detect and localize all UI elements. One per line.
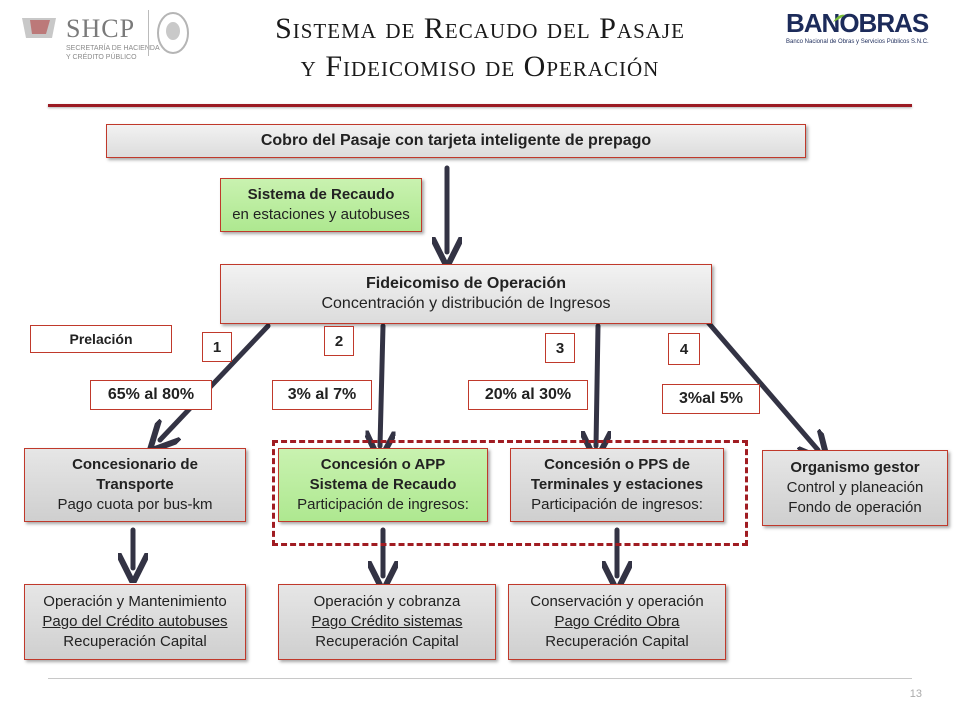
sistema-recaudo-title: Sistema de Recaudo	[247, 186, 395, 203]
operacion-mant-line2: Pago del Crédito autobuses	[42, 613, 228, 630]
arrow-to-concesionario	[160, 323, 271, 440]
operacion-cobranza-line1: Operación y cobranza	[313, 593, 461, 610]
operacion-mant-line1: Operación y Mantenimiento	[43, 593, 227, 610]
conservacion-line3: Recuperación Capital	[545, 633, 689, 650]
sistema-recaudo-subtitle: en estaciones y autobuses	[232, 206, 410, 223]
arrow-to-concesion-pps	[596, 323, 598, 446]
concesion-pps-detail: Participación de ingresos:	[531, 496, 703, 513]
mexico-eagle-icon	[156, 10, 190, 56]
organismo-detail-line1: Control y planeación	[786, 479, 924, 496]
banobras-logo-sub: Banco Nacional de Obras y Servicios Públ…	[786, 39, 929, 45]
conservacion-line2: Pago Crédito Obra	[554, 613, 680, 630]
arrow-to-concesion-app	[380, 323, 383, 446]
banobras-logo: BANOBRAS Banco Nacional de Obras y Servi…	[786, 8, 936, 48]
footer-divider	[48, 678, 912, 679]
logo-divider	[148, 10, 149, 56]
conservacion-line1: Conservación y operación	[530, 593, 704, 610]
banobras-logo-text: BANOBRAS	[786, 8, 929, 38]
fideicomiso-title: Fideicomiso de Operación	[365, 275, 567, 292]
priority-number-2: 2	[324, 326, 354, 356]
shcp-logo-sub1: SECRETARÍA DE HACIENDA	[66, 45, 160, 52]
priority-number-1: 1	[202, 332, 232, 362]
sistema-recaudo-box: Sistema de Recaudo en estaciones y autob…	[220, 178, 422, 232]
concesionario-title-line1: Concesionario de	[72, 456, 198, 473]
page-title-line2: y Fideicomiso de Operación	[300, 50, 660, 83]
concesionario-detail: Pago cuota por bus-km	[57, 496, 213, 513]
concesion-pps-title-line2: Terminales y estaciones	[530, 476, 704, 493]
shcp-seal-icon	[16, 8, 60, 52]
percentage-3: 20% al 30%	[468, 380, 588, 410]
priority-number-3: 3	[545, 333, 575, 363]
concesion-pps-title-line1: Concesión o PPS de	[544, 456, 690, 473]
arrow-to-organismo	[703, 317, 818, 450]
shcp-logo-sub2: Y CRÉDITO PÚBLICO	[66, 54, 137, 61]
concesionario-transporte-box: Concesionario de Transporte Pago cuota p…	[24, 448, 246, 522]
percentage-2: 3% al 7%	[272, 380, 372, 410]
percentage-1: 65% al 80%	[90, 380, 212, 410]
cobro-pasaje-box: Cobro del Pasaje con tarjeta inteligente…	[106, 124, 806, 158]
shcp-logo: SHCP SECRETARÍA DE HACIENDA Y CRÉDITO PÚ…	[10, 8, 190, 61]
concesion-app-title-line1: Concesión o APP	[320, 456, 446, 473]
fideicomiso-subtitle: Concentración y distribución de Ingresos	[321, 295, 611, 312]
percentage-4: 3%al 5%	[662, 384, 760, 414]
operacion-cobranza-box: Operación y cobranza Pago Crédito sistem…	[278, 584, 496, 660]
page-number: 13	[909, 688, 922, 700]
organismo-title: Organismo gestor	[790, 459, 920, 476]
priority-number-4: 4	[668, 333, 700, 365]
operacion-mantenimiento-box: Operación y Mantenimiento Pago del Crédi…	[24, 584, 246, 660]
title-underline	[48, 104, 912, 107]
page-title-line1: Sistema de Recaudo del Pasaje	[275, 12, 685, 45]
operacion-mant-line3: Recuperación Capital	[63, 633, 207, 650]
shcp-logo-text: SHCP	[66, 14, 136, 43]
concesion-app-detail: Participación de ingresos:	[297, 496, 469, 513]
operacion-cobranza-line3: Recuperación Capital	[315, 633, 459, 650]
concesion-app-box: Concesión o APP Sistema de Recaudo Parti…	[278, 448, 488, 522]
concesionario-title-line2: Transporte	[96, 476, 174, 493]
concesion-pps-box: Concesión o PPS de Terminales y estacion…	[510, 448, 724, 522]
organismo-detail-line2: Fondo de operación	[788, 499, 922, 516]
concesiones-group-outline	[272, 440, 748, 546]
operacion-cobranza-line2: Pago Crédito sistemas	[311, 613, 463, 630]
banobras-leaf-icon	[832, 10, 846, 22]
organismo-gestor-box: Organismo gestor Control y planeación Fo…	[762, 450, 948, 526]
prelacion-label: Prelación	[30, 325, 172, 353]
fideicomiso-box: Fideicomiso de Operación Concentración y…	[220, 264, 712, 324]
conservacion-operacion-box: Conservación y operación Pago Crédito Ob…	[508, 584, 726, 660]
concesion-app-title-line2: Sistema de Recaudo	[309, 476, 457, 493]
